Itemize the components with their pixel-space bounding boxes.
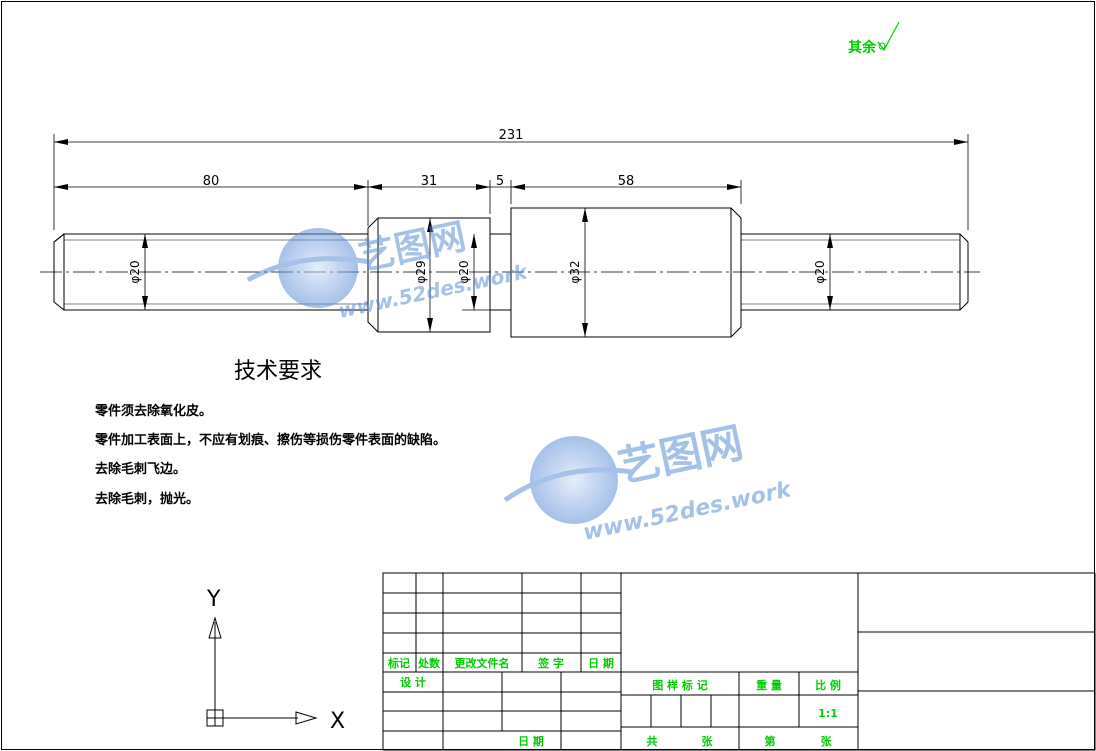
sheet-no-label: 第 bbox=[765, 734, 776, 748]
watermark-globe-icon bbox=[278, 228, 358, 308]
dim-seg-mid: 31 bbox=[421, 174, 438, 189]
dim-dia-body: φ32 bbox=[568, 260, 582, 283]
weight-label: 重 量 bbox=[756, 678, 782, 692]
dim-overall: 231 bbox=[499, 128, 524, 143]
watermark-globe-icon bbox=[530, 436, 618, 524]
rev-header-date: 日 期 bbox=[588, 656, 614, 670]
design-label: 设 计 bbox=[400, 675, 426, 689]
date-label: 日 期 bbox=[518, 734, 544, 748]
sheets-label: 张 bbox=[702, 734, 714, 748]
watermark-2: 艺图网 www.52des.work bbox=[503, 418, 795, 546]
dim-seg-left: 80 bbox=[203, 174, 220, 189]
dim-seg-right: 58 bbox=[618, 174, 635, 189]
dim-dia-right: φ20 bbox=[813, 260, 827, 283]
scale-label: 比 例 bbox=[815, 678, 841, 692]
rev-header-mark: 标记 bbox=[387, 656, 410, 670]
dim-dia-left: φ20 bbox=[128, 260, 142, 283]
scale-value: 1:1 bbox=[818, 707, 838, 720]
rev-header-count: 处数 bbox=[417, 656, 441, 670]
roughness-label: 其余 bbox=[848, 39, 877, 56]
stage-mark-label: 图 样 标 记 bbox=[652, 678, 708, 692]
dim-dia-collar: φ29 bbox=[414, 260, 428, 283]
dim-dia-neck: φ20 bbox=[457, 260, 471, 283]
watermark-1: 艺图网 www.52des.work bbox=[246, 216, 531, 323]
axis-x-label: X bbox=[330, 709, 345, 734]
roughness-symbol-icon bbox=[877, 21, 900, 52]
watermark-brand: 艺图网 bbox=[355, 216, 469, 279]
title-block-labels: 标记 处数 更改文件名 签 字 日 期 设 计 日 期 图 样 标 记 重 量 … bbox=[387, 656, 841, 748]
sheet-unit-label: 张 bbox=[821, 734, 833, 748]
axis-y-label: Y bbox=[206, 587, 221, 612]
tech-req-item: 零件加工表面上，不应有划痕、擦伤等损伤零件表面的缺陷。 bbox=[94, 432, 446, 448]
rev-header-sign: 签 字 bbox=[537, 656, 564, 670]
tech-req-item: 去除毛刺，抛光。 bbox=[95, 491, 199, 507]
tech-requirements: 技术要求 零件须去除氧化皮。 零件加工表面上，不应有划痕、擦伤等损伤零件表面的缺… bbox=[94, 359, 446, 507]
tech-req-item: 去除毛刺飞边。 bbox=[95, 461, 186, 477]
tech-req-title: 技术要求 bbox=[234, 359, 322, 384]
total-label: 共 bbox=[647, 734, 658, 748]
rev-header-file: 更改文件名 bbox=[455, 656, 510, 670]
ucs-axis-icon: Y X bbox=[206, 587, 345, 734]
tech-req-item: 零件须去除氧化皮。 bbox=[94, 403, 212, 419]
dimension-lines bbox=[54, 139, 968, 337]
dimension-labels: 231 80 31 5 58 φ20 φ29 φ20 φ32 φ20 bbox=[128, 128, 827, 284]
roughness-note: 其余 bbox=[848, 21, 900, 56]
watermark-brand: 艺图网 bbox=[614, 418, 747, 492]
dim-seg-gap: 5 bbox=[496, 174, 504, 189]
title-block bbox=[382, 572, 1096, 751]
